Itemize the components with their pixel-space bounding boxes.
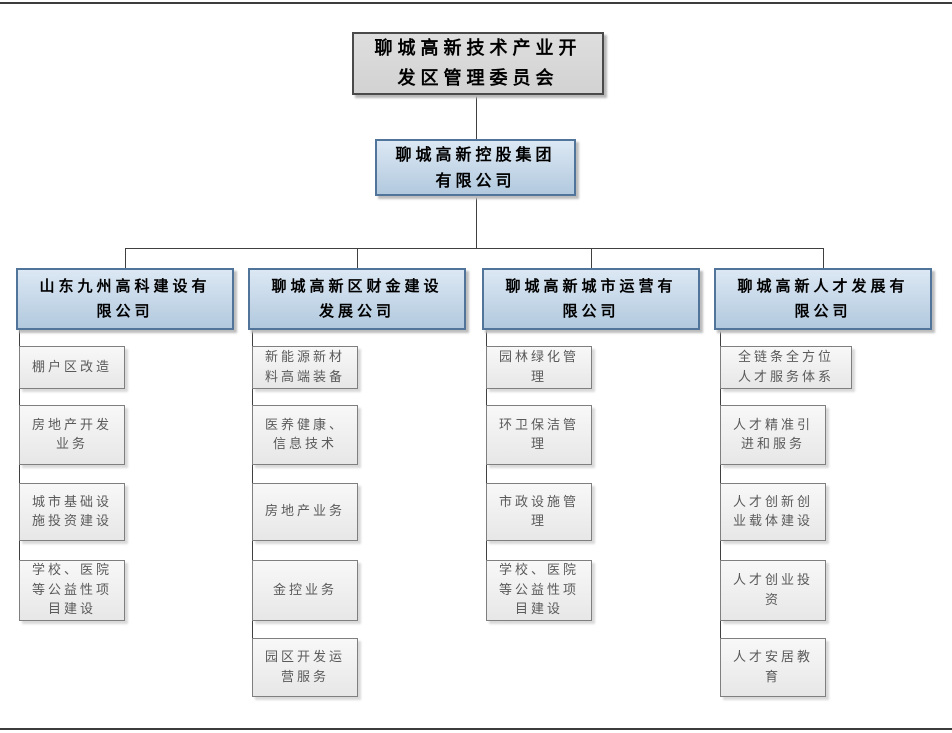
leaf-node: 市政设施管理 (486, 483, 592, 541)
leaf-node: 新能源新材料高端装备 (252, 346, 358, 389)
leaf-node: 金控业务 (252, 560, 358, 621)
leaf-node: 房地产开发业务 (19, 405, 125, 465)
leaf-node: 城市基础设施投资建设 (19, 483, 125, 541)
leaf-node: 人才安居教育 (720, 638, 826, 697)
leaf-node: 人才精准引进和服务 (720, 405, 826, 465)
branch-node-jiuzhou-construction: 山东九州高科建设有限公司 (16, 268, 234, 330)
leaf-node: 房地产业务 (252, 483, 358, 541)
page-bottom-border (0, 728, 952, 730)
leaf-node: 棚户区改造 (19, 346, 125, 389)
connector-stub-branch-1 (125, 248, 126, 268)
leaf-node: 人才创新创业载体建设 (720, 483, 826, 541)
leaf-node: 园林绿化管理 (486, 346, 592, 389)
leaf-node: 全链条全方位人才服务体系 (720, 346, 852, 389)
connector-horizontal (125, 248, 824, 249)
leaf-node: 学校、医院等公益性项目建设 (486, 560, 592, 621)
branch-node-caijin-development: 聊城高新区财金建设发展公司 (248, 268, 466, 330)
branch-node-city-operation: 聊城高新城市运营有限公司 (482, 268, 700, 330)
leaf-node: 医养健康、信息技术 (252, 405, 358, 465)
connector-stub-branch-4 (823, 248, 824, 268)
connector-stub-branch-2 (357, 248, 358, 268)
root-node-management-committee: 聊城高新技术产业开发区管理委员会 (352, 32, 604, 95)
branch-node-talent-development: 聊城高新人才发展有限公司 (714, 268, 932, 330)
page-top-border (0, 2, 952, 4)
connector-root-holding (476, 95, 477, 139)
leaf-node: 园区开发运营服务 (252, 638, 358, 697)
connector-holding-down (476, 196, 477, 248)
leaf-node: 环卫保洁管理 (486, 405, 592, 465)
holding-group-node: 聊城高新控股集团有限公司 (375, 139, 576, 196)
connector-stub-branch-3 (591, 248, 592, 268)
leaf-node: 人才创业投资 (720, 560, 826, 621)
leaf-node: 学校、医院等公益性项目建设 (19, 560, 125, 621)
